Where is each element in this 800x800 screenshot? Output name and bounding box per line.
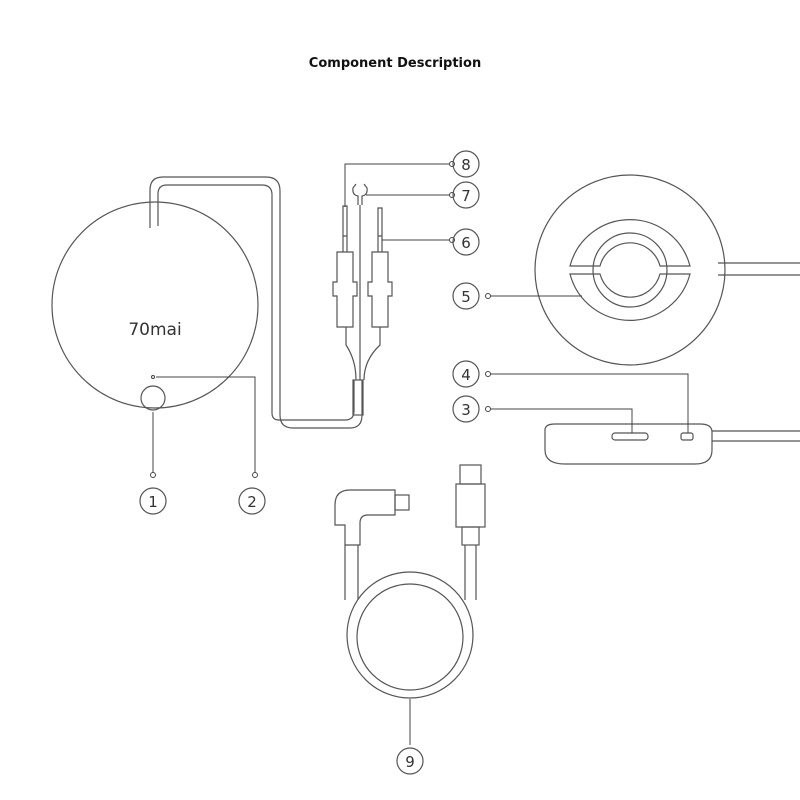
usb-port [680,432,694,441]
mount-side-view [544,423,800,465]
page-title: Component Description [308,56,482,71]
svg-text:6: 6 [461,234,471,252]
callout-6: 6 [452,228,480,256]
svg-text:2: 2 [247,493,257,511]
usb-cable [334,464,486,699]
indicator-light [151,375,155,379]
callout-9: 9 [396,747,424,775]
svg-text:8: 8 [461,156,471,174]
device-logo: 70mai [128,320,181,340]
callout-4: 4 [452,360,480,388]
svg-text:7: 7 [461,187,471,205]
fuse-holder-left [332,251,358,328]
power-button [140,385,166,411]
svg-text:9: 9 [405,753,415,771]
svg-text:3: 3 [461,401,471,419]
svg-text:1: 1 [148,493,158,511]
mount-top-view [534,174,800,366]
callout-3: 3 [452,395,480,423]
callout-2: 2 [238,487,266,515]
fuse-holder-right [367,251,393,328]
hardwire-cable [149,176,393,429]
callout-5: 5 [452,282,480,310]
svg-text:5: 5 [461,288,471,306]
leader-lines [150,161,689,745]
main-device: 70mai [51,201,259,411]
card-slot [611,432,649,441]
svg-text:4: 4 [461,366,471,384]
callout-1: 1 [139,487,167,515]
ground-fork-terminal [352,183,368,205]
callout-7: 7 [452,181,480,209]
callout-8: 8 [452,150,480,178]
